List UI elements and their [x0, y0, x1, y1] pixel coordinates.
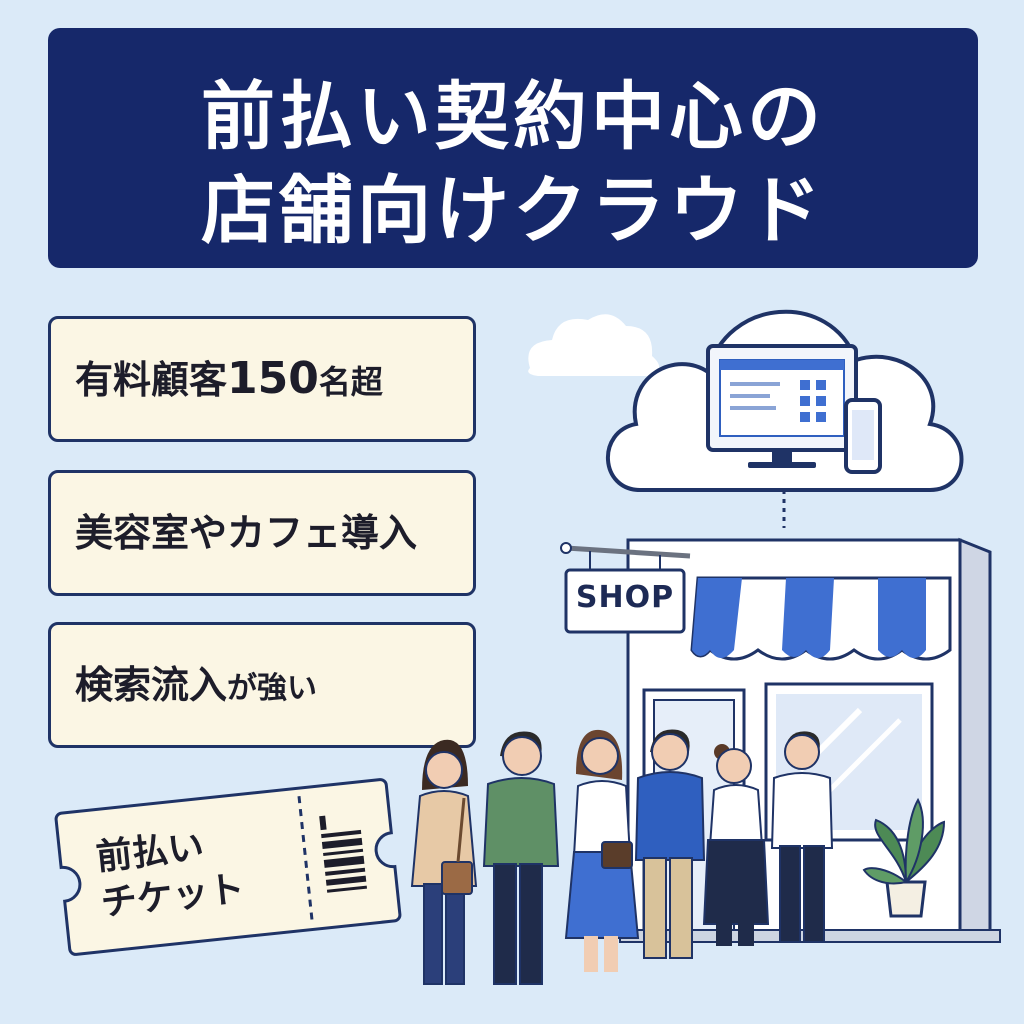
feature-box-adoption: 美容室やカフェ導入 [48, 470, 476, 596]
feature-customers-main: 有料顧客 [75, 358, 228, 402]
customer-3 [564, 729, 640, 972]
customer-6 [770, 731, 834, 943]
feature-adoption-label: 美容室やカフェ導入 [75, 511, 418, 555]
feature-customers-number: 150 [227, 353, 319, 404]
title-line-1: 前払い契約中心の [201, 74, 825, 160]
small-cloud-icon [528, 314, 660, 376]
barcode-icon [319, 815, 368, 893]
smartphone-icon [844, 398, 882, 474]
feature-search-main: 検索流入 [75, 663, 228, 707]
customer-4 [634, 729, 706, 959]
feature-box-customers: 有料顧客150名超 [48, 316, 476, 442]
shop-sign-text: SHOP [575, 580, 675, 615]
customer-5 [702, 744, 770, 946]
title-line-2: 店舗向けクラウド [201, 168, 825, 254]
plant-icon [862, 797, 946, 918]
customer-1 [410, 739, 478, 985]
title-banner: 前払い契約中心の 店舗向けクラウド [48, 28, 978, 268]
customer-2 [482, 731, 560, 985]
prepaid-ticket: 前払い チケット [51, 775, 405, 960]
ticket-shape [54, 778, 402, 956]
feature-search-suffix: が強い [227, 671, 318, 706]
feature-box-search: 検索流入が強い [48, 622, 476, 748]
monitor-icon [706, 344, 858, 468]
shop-sign [560, 542, 691, 634]
feature-customers-suffix: 名超 [318, 363, 383, 401]
